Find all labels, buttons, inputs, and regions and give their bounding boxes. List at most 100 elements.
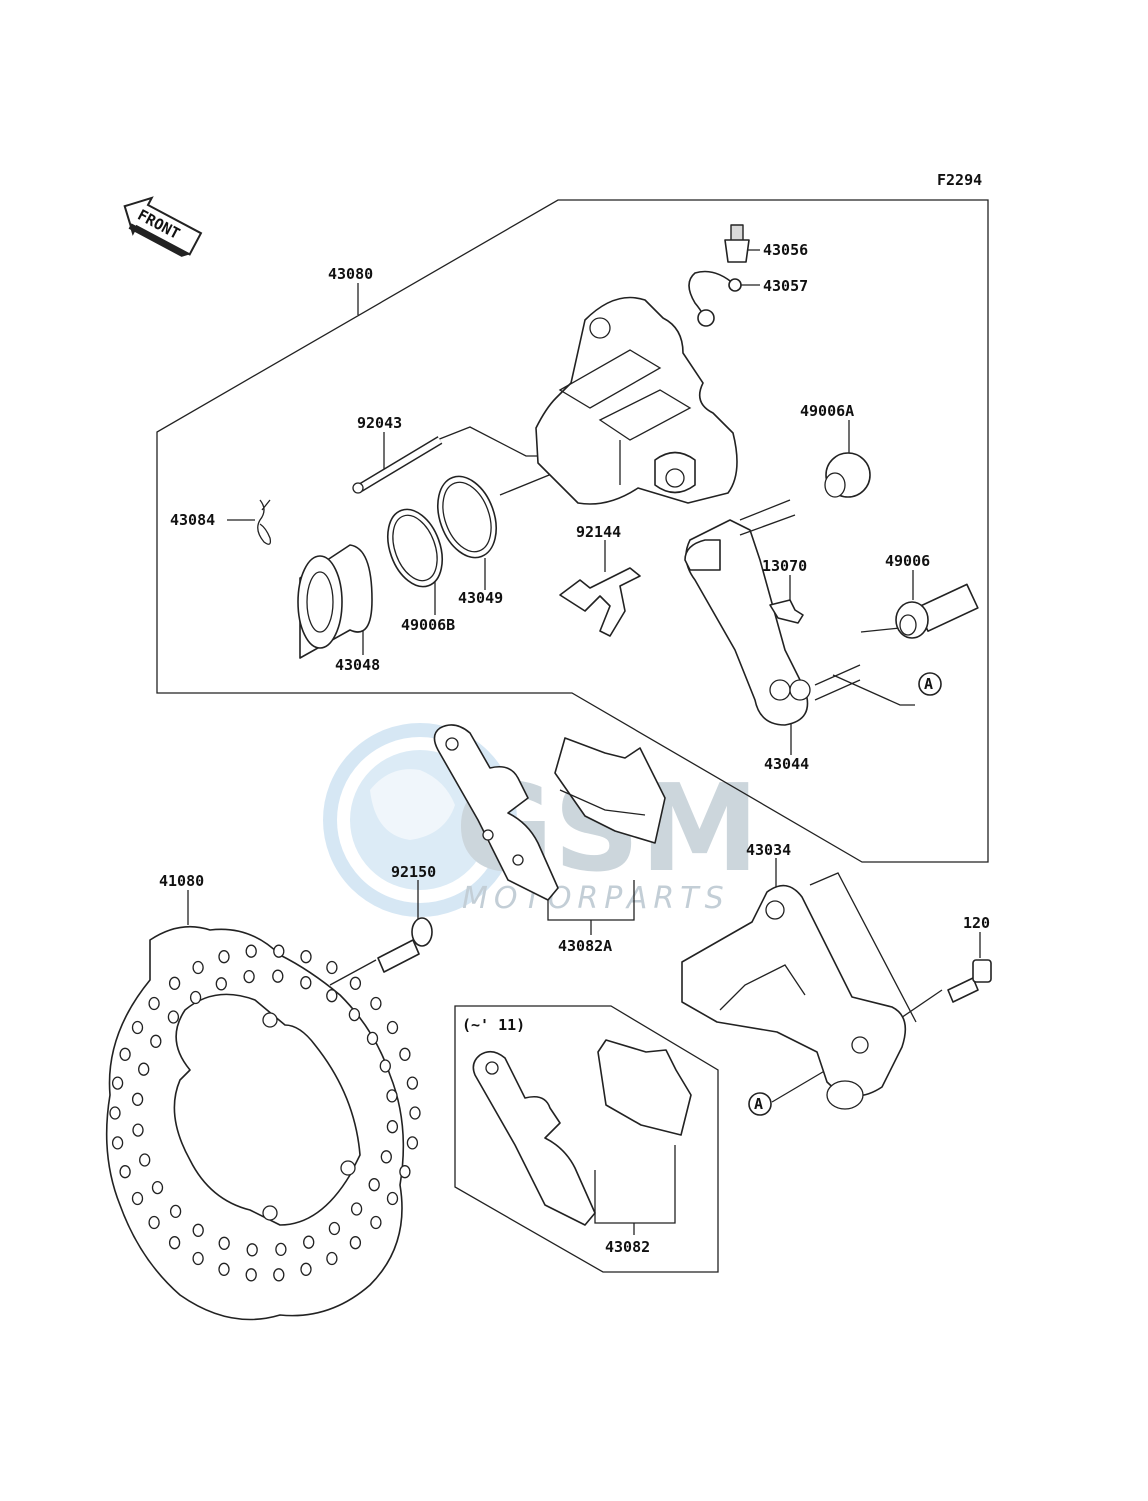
disc-vent-hole xyxy=(168,1236,181,1250)
disc-vent-hole xyxy=(406,1136,419,1150)
label-43084: 43084 xyxy=(170,511,215,529)
disc-vent-hole xyxy=(168,976,181,990)
disc-vent-hole xyxy=(245,1268,257,1282)
label-92150: 92150 xyxy=(391,863,436,881)
disc-vent-hole xyxy=(148,1215,160,1230)
disc-vent-hole xyxy=(119,1047,131,1061)
disc-vent-hole xyxy=(150,1034,162,1048)
bracket-bolt-icon xyxy=(947,959,992,1003)
disc-vent-hole xyxy=(300,976,312,990)
dust-seal-icon xyxy=(387,508,443,588)
bleeder-valve-icon xyxy=(724,224,750,263)
disc-vent-hole xyxy=(109,1106,121,1120)
disc-vent-hole xyxy=(303,1235,315,1249)
disc-vent-hole xyxy=(218,1262,230,1276)
caliper-assembly-frame xyxy=(156,199,989,863)
disc-vent-hole xyxy=(148,996,160,1011)
caliper-mount-bracket-icon xyxy=(681,884,907,1110)
disc-vent-hole xyxy=(348,1007,361,1022)
disc-vent-hole xyxy=(300,1262,312,1276)
label-49006A: 49006A xyxy=(800,402,854,420)
disc-vent-hole xyxy=(366,1031,379,1046)
disc-vent-hole xyxy=(273,1268,285,1282)
pad-spring-icon xyxy=(559,567,641,637)
disc-vent-hole xyxy=(370,1215,382,1230)
disc-vent-hole xyxy=(111,1136,124,1150)
disc-vent-hole xyxy=(131,1092,144,1106)
caliper-body-icon xyxy=(535,296,738,505)
disc-vent-hole xyxy=(386,1089,398,1103)
disc-vent-hole xyxy=(192,960,204,975)
disc-vent-hole xyxy=(111,1076,124,1090)
disc-vent-hole xyxy=(349,976,362,990)
disc-vent-hole xyxy=(350,1202,363,1216)
label-43057: 43057 xyxy=(763,277,808,295)
svg-text:A: A xyxy=(924,675,933,693)
disc-vent-hole xyxy=(273,944,285,958)
label-43049: 43049 xyxy=(458,589,503,607)
figure-code: F2294 xyxy=(937,171,982,189)
disc-bolt-icon xyxy=(377,917,433,973)
svg-text:A: A xyxy=(754,1095,763,1113)
label-43034: 43034 xyxy=(746,841,791,859)
label-92144: 92144 xyxy=(576,523,621,541)
piston-seal-icon xyxy=(437,475,497,559)
disc-vent-hole xyxy=(218,950,230,964)
disc-vent-hole xyxy=(328,1221,341,1236)
disc-vent-hole xyxy=(349,1236,362,1250)
disc-vent-hole xyxy=(167,1010,180,1024)
disc-vent-hole xyxy=(246,1243,258,1257)
disc-vent-hole xyxy=(131,1191,144,1206)
label-43056: 43056 xyxy=(763,241,808,259)
disc-vent-hole xyxy=(192,1251,204,1266)
disc-vent-hole xyxy=(370,996,382,1011)
disc-vent-hole xyxy=(326,1251,338,1266)
disc-vent-hole xyxy=(131,1020,144,1035)
disc-vent-hole xyxy=(218,1236,230,1250)
disc-vent-hole xyxy=(138,1062,150,1076)
ref-a-marker-top: A xyxy=(918,672,942,696)
year-note: (~' 11) xyxy=(462,1016,525,1034)
front-arrow-icon: FRONT xyxy=(123,196,203,257)
pin-clip-icon xyxy=(257,499,272,545)
disc-vent-hole xyxy=(139,1153,151,1167)
disc-vent-hole xyxy=(132,1123,144,1137)
disc-vent-hole xyxy=(409,1106,421,1120)
disc-vent-hole xyxy=(272,969,284,983)
brake-pad-set-inner-icon xyxy=(472,1050,596,1226)
bracket-spring-icon xyxy=(769,599,804,624)
label-49006B: 49006B xyxy=(401,616,455,634)
disc-vent-hole xyxy=(399,1165,411,1179)
disc-vent-hole xyxy=(399,1047,411,1061)
disc-vent-hole xyxy=(380,1150,392,1164)
watermark-subtitle: MOTORPARTS xyxy=(462,881,730,916)
label-13070: 13070 xyxy=(762,557,807,575)
brake-pad-outer-icon xyxy=(554,737,666,844)
disc-vent-hole xyxy=(326,989,338,1003)
ref-a-marker-bottom: A xyxy=(748,1092,772,1116)
disc-vent-hole xyxy=(169,1204,182,1219)
bleeder-cap-icon xyxy=(688,270,742,327)
disc-vent-hole xyxy=(300,950,312,964)
caliper-pin-icon xyxy=(352,436,443,494)
boot-icon xyxy=(824,452,871,498)
disc-vent-hole xyxy=(326,960,338,975)
disc-vent-hole xyxy=(386,1020,399,1035)
disc-vent-hole xyxy=(215,977,227,991)
label-43082A: 43082A xyxy=(558,937,612,955)
disc-vent-hole xyxy=(368,1178,380,1192)
disc-vent-hole xyxy=(245,944,257,958)
disc-vent-hole xyxy=(151,1180,164,1195)
disc-vent-hole xyxy=(379,1059,391,1073)
label-120: 120 xyxy=(963,914,990,932)
disc-vent-hole xyxy=(386,1191,399,1206)
label-92043: 92043 xyxy=(357,414,402,432)
disc-vent-hole xyxy=(189,990,202,1005)
label-43082: 43082 xyxy=(605,1238,650,1256)
disc-vent-hole xyxy=(275,1242,287,1257)
disc-vent-hole xyxy=(243,969,255,984)
caliper-bracket-icon xyxy=(684,499,861,726)
disc-vent-hole xyxy=(119,1165,131,1179)
brake-pad-set-outer-icon xyxy=(597,1039,692,1136)
